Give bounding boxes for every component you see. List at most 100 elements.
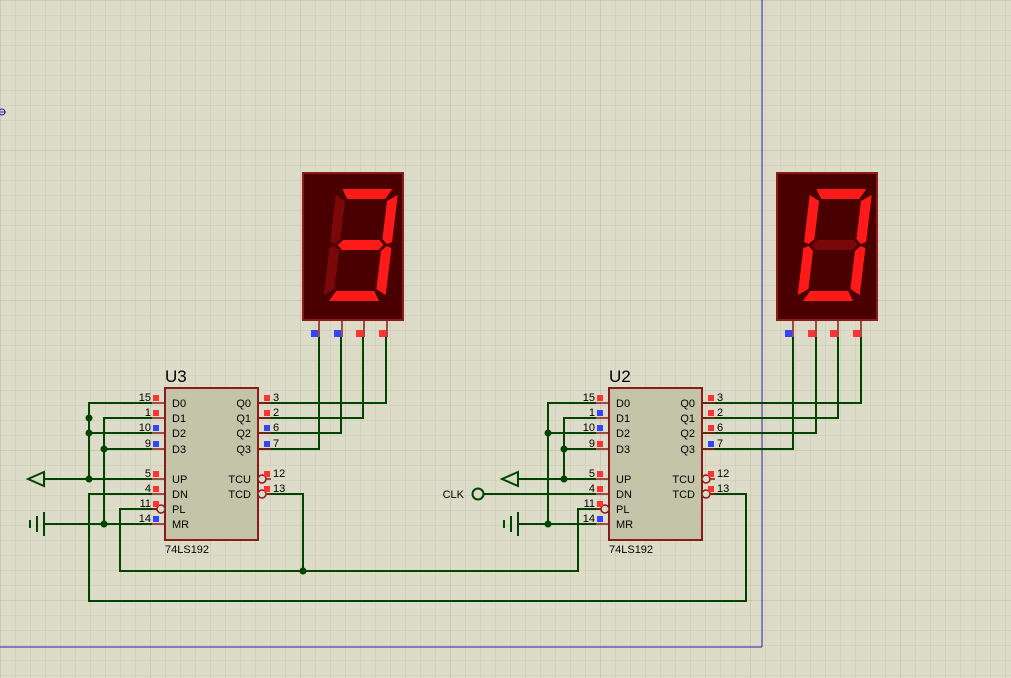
pin-number: 3 xyxy=(717,392,723,404)
pin-state-indicator[interactable] xyxy=(153,425,159,431)
pin-name: D0 xyxy=(172,398,186,410)
pin-name: D1 xyxy=(616,413,630,425)
display-pin-indicator[interactable] xyxy=(356,330,363,337)
chip-u2-body[interactable] xyxy=(608,387,703,541)
pin-state-indicator[interactable] xyxy=(597,441,603,447)
pin-state-indicator[interactable] xyxy=(264,425,270,431)
pin-number: 7 xyxy=(273,438,279,450)
segment-e xyxy=(797,246,813,295)
pin-state-indicator[interactable] xyxy=(153,410,159,416)
origin-marker-icon xyxy=(0,108,6,116)
pin-state-indicator[interactable] xyxy=(708,471,714,477)
pin-number: 9 xyxy=(589,438,595,450)
pin-name: D3 xyxy=(616,444,630,456)
pin-state-indicator[interactable] xyxy=(264,410,270,416)
pin-number: 13 xyxy=(717,483,729,495)
pin-number: 2 xyxy=(273,407,279,419)
pin-state-indicator[interactable] xyxy=(597,410,603,416)
display-pin-indicator[interactable] xyxy=(830,330,837,337)
u2-logic-terminal-icon[interactable] xyxy=(499,470,519,488)
pin-name: Q0 xyxy=(680,398,695,410)
pin-state-indicator[interactable] xyxy=(597,486,603,492)
chip-u2-part: 74LS192 xyxy=(609,544,653,556)
seven-segment-display-left xyxy=(302,172,404,337)
pin-name: UP xyxy=(616,474,631,486)
pin-name: D2 xyxy=(172,428,186,440)
pin-number: 15 xyxy=(139,392,151,404)
pin-name: TCD xyxy=(228,489,251,501)
pin-state-indicator[interactable] xyxy=(264,471,270,477)
pin-number: 4 xyxy=(589,483,595,495)
clock-terminal-icon[interactable] xyxy=(471,487,485,501)
pin-state-indicator[interactable] xyxy=(153,516,159,522)
pin-state-indicator[interactable] xyxy=(264,441,270,447)
pin-name: PL xyxy=(172,504,185,516)
pin-name: TCU xyxy=(228,474,251,486)
pin-state-indicator[interactable] xyxy=(597,425,603,431)
pin-number: 5 xyxy=(589,468,595,480)
pin-number: 15 xyxy=(583,392,595,404)
pin-state-indicator[interactable] xyxy=(153,471,159,477)
wire-junctions xyxy=(85,414,568,575)
pin-name: Q1 xyxy=(680,413,695,425)
u3-ground-terminal-icon[interactable] xyxy=(29,512,45,536)
segment-a xyxy=(342,189,393,199)
display-pin-indicator[interactable] xyxy=(334,330,341,337)
seven-segment-display-right xyxy=(776,172,878,337)
segment-b xyxy=(382,195,398,244)
pin-state-indicator[interactable] xyxy=(597,516,603,522)
pin-name: Q0 xyxy=(236,398,251,410)
chip-u3-ref: U3 xyxy=(165,367,187,386)
u2-ground-terminal-icon[interactable] xyxy=(503,512,519,536)
display-pin-indicator[interactable] xyxy=(853,330,860,337)
pin-name: Q3 xyxy=(236,444,251,456)
pin-state-indicator[interactable] xyxy=(708,441,714,447)
pin-number: 10 xyxy=(139,422,151,434)
pin-number: 11 xyxy=(584,498,595,510)
clock-source[interactable]: CLK xyxy=(443,487,485,502)
pin-state-indicator[interactable] xyxy=(264,486,270,492)
pin-state-indicator[interactable] xyxy=(708,425,714,431)
display-pin-indicator[interactable] xyxy=(379,330,386,337)
pin-name: TCU xyxy=(672,474,695,486)
pin-state-indicator[interactable] xyxy=(597,395,603,401)
pin-number: 4 xyxy=(145,483,151,495)
wires xyxy=(44,337,862,602)
chip-u2-ref: U2 xyxy=(609,367,631,386)
pin-number: 9 xyxy=(145,438,151,450)
pin-state-indicator[interactable] xyxy=(153,395,159,401)
pin-state-indicator[interactable] xyxy=(708,395,714,401)
pin-number: 7 xyxy=(717,438,723,450)
pin-state-indicator[interactable] xyxy=(597,471,603,477)
pin-name: D2 xyxy=(616,428,630,440)
pin-state-indicator[interactable] xyxy=(153,501,159,507)
pin-number: 10 xyxy=(583,422,595,434)
segment-c xyxy=(850,246,866,295)
pin-number: 1 xyxy=(145,407,151,419)
pin-state-indicator[interactable] xyxy=(153,486,159,492)
pin-number: 1 xyxy=(589,407,595,419)
pin-number: 14 xyxy=(583,513,595,525)
display-pin-indicator[interactable] xyxy=(808,330,815,337)
u3-logic-terminal-icon[interactable] xyxy=(25,470,45,488)
pin-name: DN xyxy=(172,489,188,501)
chip-u3-part: 74LS192 xyxy=(165,544,209,556)
pin-state-indicator[interactable] xyxy=(597,501,603,507)
pin-state-indicator[interactable] xyxy=(708,410,714,416)
pin-name: DN xyxy=(616,489,632,501)
segment-g xyxy=(337,240,384,250)
pin-state-indicator[interactable] xyxy=(264,395,270,401)
pin-name: MR xyxy=(172,519,189,531)
display-pin-indicator[interactable] xyxy=(311,330,318,337)
pin-state-indicator[interactable] xyxy=(153,441,159,447)
pin-state-indicator[interactable] xyxy=(708,486,714,492)
display-pin-indicator[interactable] xyxy=(785,330,792,337)
pin-name: Q1 xyxy=(236,413,251,425)
segment-f xyxy=(330,195,345,244)
pin-name: D0 xyxy=(616,398,630,410)
chip-u3-body[interactable] xyxy=(164,387,259,541)
